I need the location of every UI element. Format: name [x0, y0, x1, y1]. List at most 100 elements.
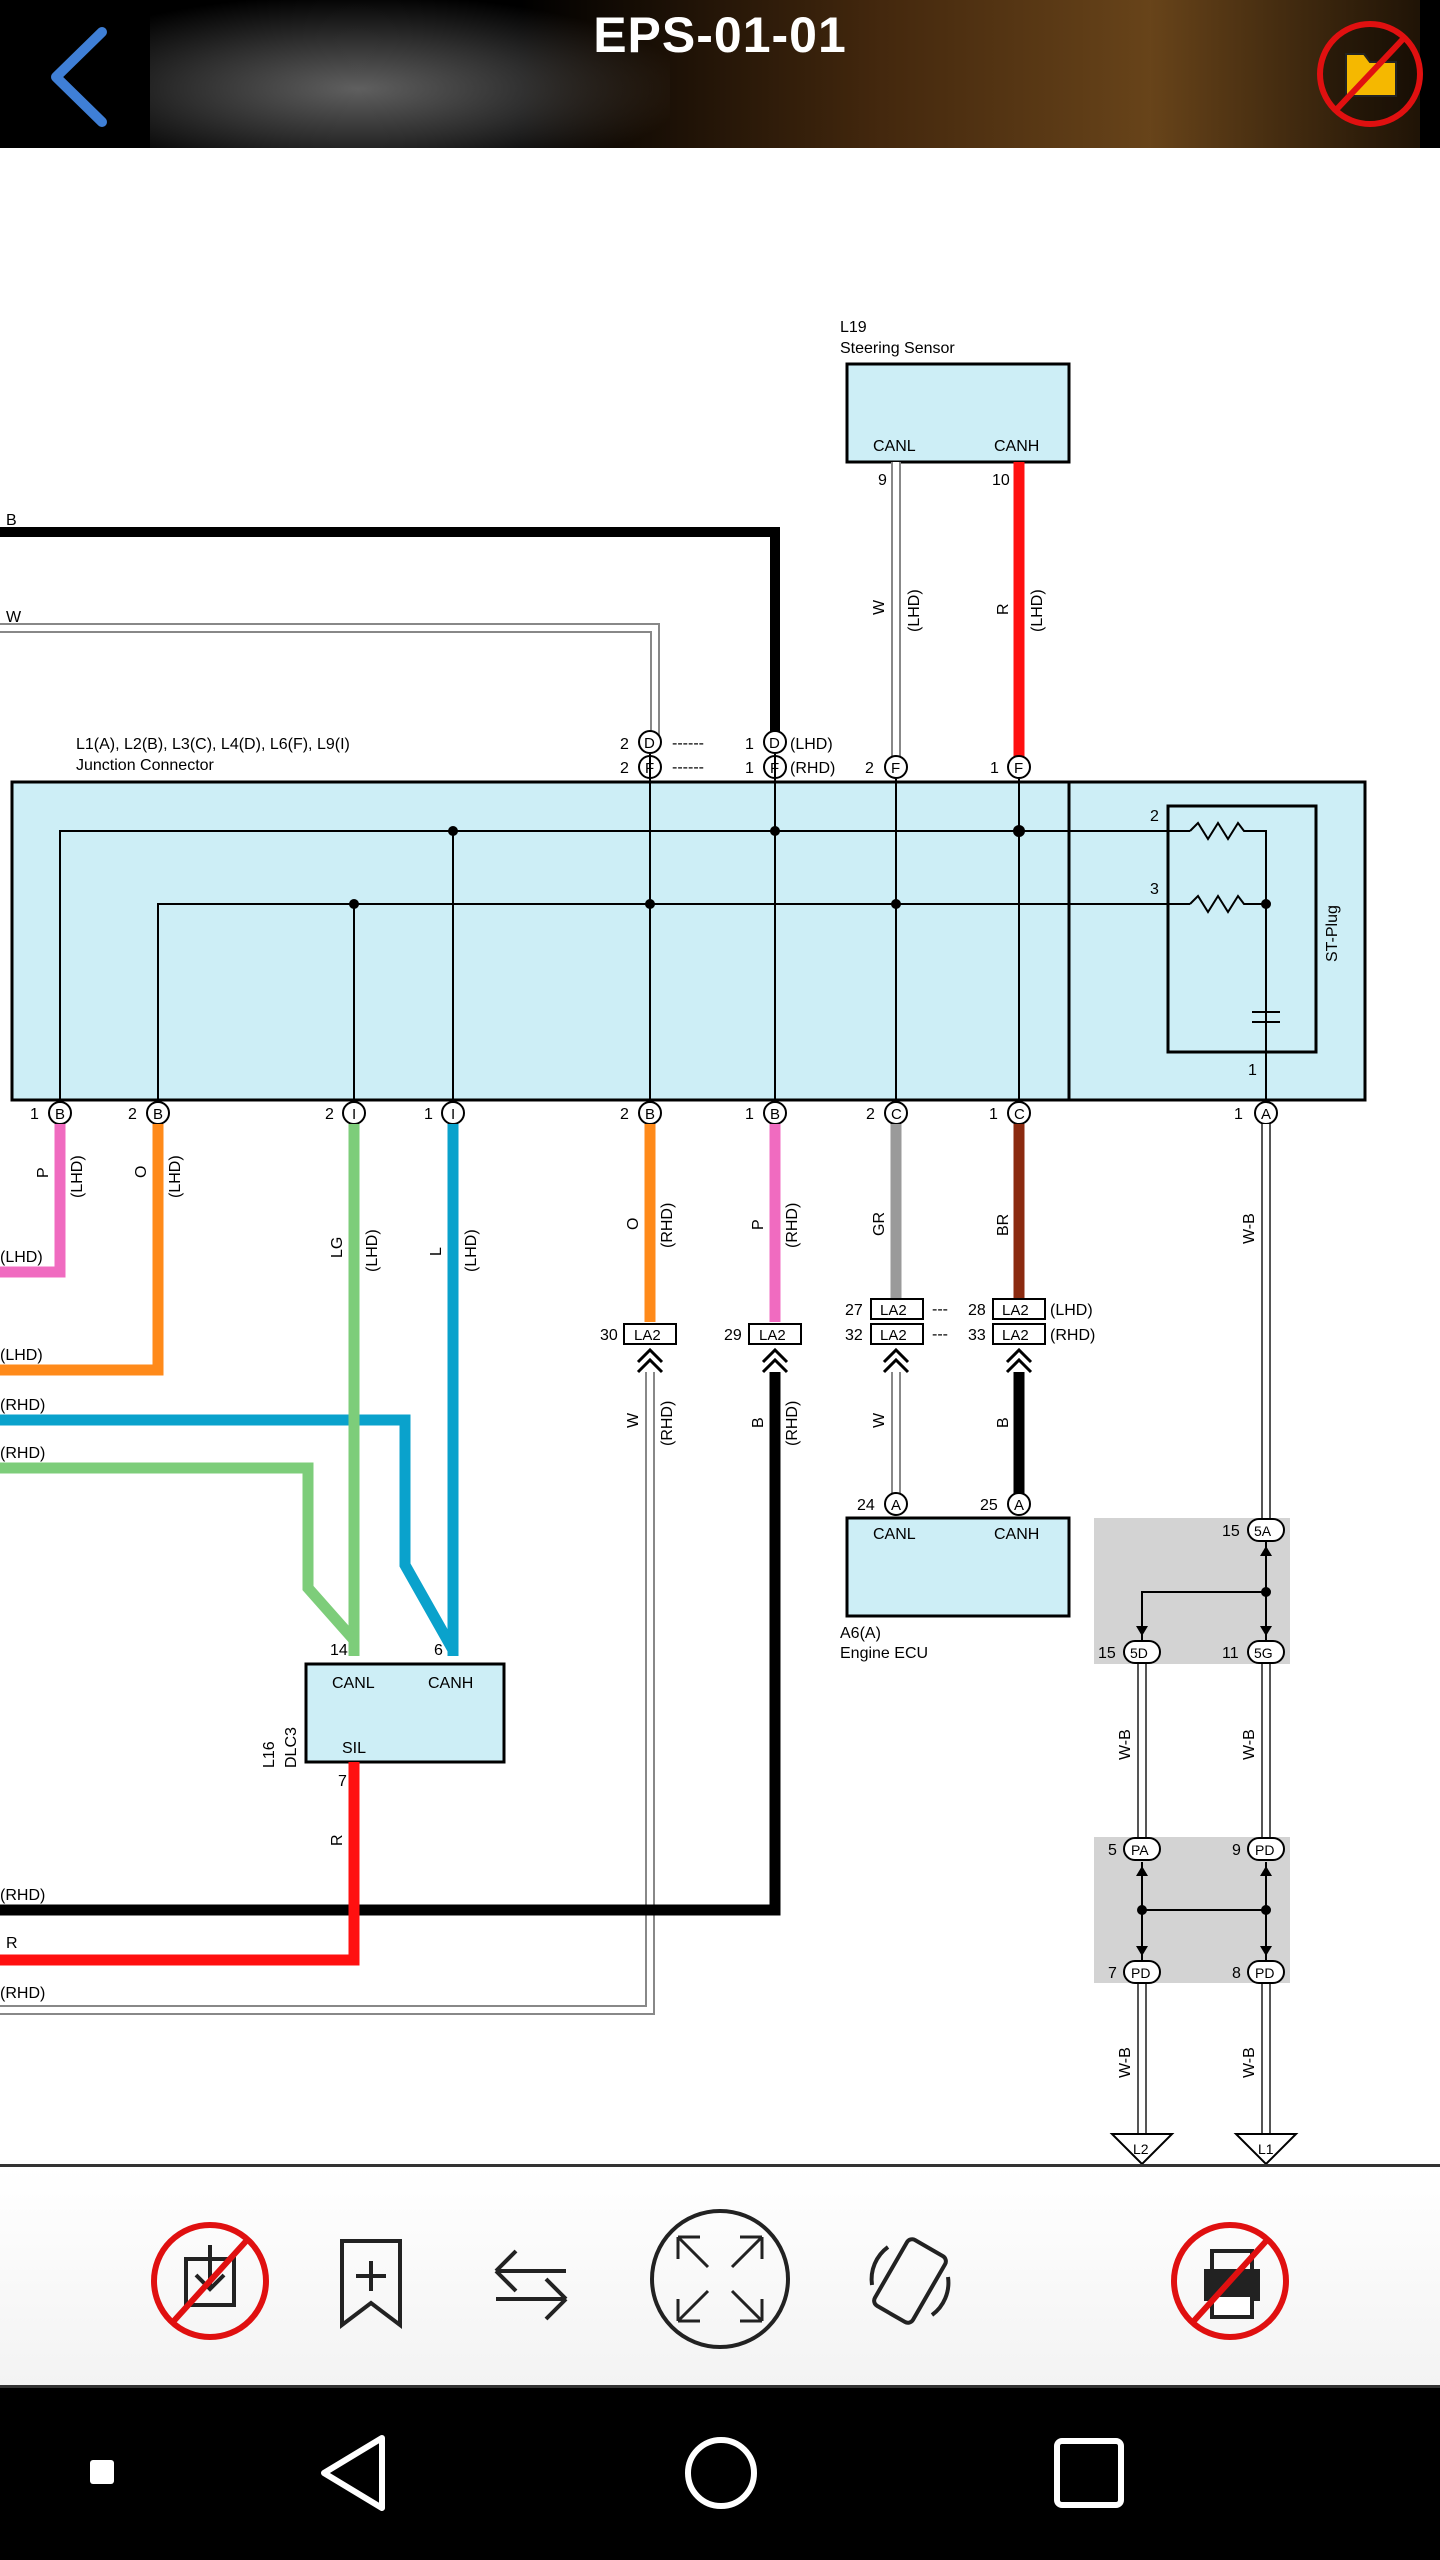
svg-text:CANH: CANH [994, 1526, 1039, 1543]
wire-ecu-canl-color: W [871, 1412, 888, 1428]
svg-text:5D: 5D [1130, 1645, 1148, 1661]
swap-button[interactable] [486, 2233, 576, 2333]
st-plug-pin2: 2 [1150, 808, 1159, 825]
svg-text:5: 5 [1108, 1842, 1117, 1859]
top-pin-row-lhd: 2 D ------ 1 D (LHD) [620, 730, 833, 754]
print-button[interactable] [1168, 2219, 1292, 2343]
junction-dots [1136, 1546, 1272, 1956]
folder-disabled-button[interactable] [1306, 10, 1434, 138]
la2-connector-29[interactable]: 29 LA2 [724, 1323, 802, 1374]
steering-sensor-canl: CANL [873, 438, 916, 455]
wb-wires-inner [1139, 1652, 1269, 2140]
svg-text:GR: GR [871, 1212, 888, 1236]
svg-text:8: 8 [1232, 1965, 1241, 1982]
wire-steering-canl-color: W [871, 599, 888, 615]
svg-text:L16: L16 [261, 1741, 278, 1768]
svg-text:I: I [451, 1106, 455, 1123]
svg-text:PD: PD [1131, 1965, 1150, 1981]
engine-ecu[interactable]: 24 A 25 A CANL CANH A6(A) Engine ECU [840, 1492, 1071, 1662]
wire-pink-lhd [0, 1124, 66, 1278]
back-triangle-icon [321, 2435, 385, 2511]
svg-text:D: D [644, 735, 655, 752]
wb-wire-labels: W-B W-B W-B W-B [1117, 1729, 1258, 2078]
svg-text:R: R [6, 1935, 18, 1952]
svg-text:------: ------ [672, 759, 704, 776]
svg-text:PA: PA [1131, 1842, 1149, 1858]
svg-text:W-B: W-B [1241, 1213, 1258, 1244]
st-plug-box [1166, 804, 1318, 1054]
wiring-diagram[interactable]: B W L19 Steering Sensor CANL CANH 9 10 W… [0, 148, 1440, 2164]
junction-connector-ids: L1(A), L2(B), L3(C), L4(D), L6(F), L9(I) [76, 736, 350, 753]
svg-text:2: 2 [866, 1106, 875, 1123]
junction-connector-box[interactable] [10, 780, 1071, 1102]
steering-sensor-pin-canh: 10 [992, 472, 1010, 489]
fit-screen-button[interactable] [648, 2207, 792, 2351]
svg-text:P: P [750, 1219, 767, 1230]
svg-text:B: B [153, 1106, 163, 1123]
back-nav-button[interactable] [310, 2428, 400, 2518]
svg-text:24: 24 [857, 1497, 875, 1514]
wire-w-rhd-inner [0, 1372, 653, 2013]
wire-w-top-outer [0, 623, 660, 742]
svg-text:25: 25 [980, 1497, 998, 1514]
download-button[interactable] [148, 2219, 272, 2343]
wire-blue-rhd [0, 1414, 458, 1653]
svg-text:LA2: LA2 [1002, 1302, 1029, 1319]
bottom-pin-row: 1 B 2 B 2 I 1 I 2 B 1 B 2 C 1 C 1 A [30, 1101, 1278, 1125]
svg-text:A: A [1261, 1106, 1271, 1123]
svg-text:BR: BR [995, 1214, 1012, 1236]
left-edge-labels: (LHD) (LHD) (RHD) (RHD) (RHD) R (RHD) [0, 1249, 45, 2002]
svg-text:CANH: CANH [428, 1675, 473, 1692]
svg-text:SIL: SIL [342, 1740, 366, 1757]
back-button[interactable] [38, 22, 128, 132]
svg-text:(RHD): (RHD) [784, 1203, 801, 1248]
top-pin-row-rhd: 2 F ------ 1 F (RHD) [620, 755, 835, 779]
la2-connector-pair[interactable]: 27 LA2 --- 28 LA2 (LHD) 32 LA2 --- 33 LA… [845, 1298, 1095, 1374]
wire-steering-canh-note: (LHD) [1029, 589, 1046, 632]
svg-text:B: B [645, 1106, 655, 1123]
la2-connector-30[interactable]: 30 LA2 [600, 1323, 677, 1374]
junction-internal-wiring [59, 754, 1280, 1112]
svg-text:---: --- [932, 1326, 948, 1343]
dlc3-connector[interactable]: 14 6 CANL CANH SIL L16 DLC3 7 [261, 1642, 506, 1790]
bookmark-add-button[interactable] [328, 2233, 414, 2333]
svg-text:(LHD): (LHD) [364, 1229, 381, 1272]
svg-text:LA2: LA2 [759, 1327, 786, 1344]
overview-nav-button[interactable] [1044, 2428, 1134, 2518]
chevron-left-icon [51, 27, 107, 127]
ground-symbol-l2: L2 [1109, 2133, 1175, 2164]
st-plug-pin1: 1 [1248, 1062, 1257, 1079]
wire-b-rhd-color: B [750, 1417, 767, 1428]
svg-text:1: 1 [1234, 1106, 1243, 1123]
steering-sensor-box[interactable] [845, 362, 1071, 464]
svg-text:14: 14 [330, 1642, 348, 1659]
svg-text:(RHD): (RHD) [0, 1985, 45, 2002]
svg-text:2: 2 [620, 760, 629, 777]
svg-text:LG: LG [329, 1237, 346, 1258]
svg-text:L2: L2 [1133, 2141, 1149, 2157]
bottom-toolbar [0, 2164, 1440, 2388]
svg-text:---: --- [932, 1301, 948, 1318]
svg-text:C: C [891, 1106, 902, 1123]
top-pin-steering: 2 F 1 F [865, 755, 1031, 779]
swap-arrows-icon [494, 2249, 568, 2321]
svg-text:9: 9 [1232, 1842, 1241, 1859]
st-plug-label: ST-Plug [1324, 905, 1341, 962]
recents-dot-button[interactable] [80, 2450, 124, 2494]
svg-text:F: F [1014, 760, 1023, 777]
svg-text:2: 2 [865, 760, 874, 777]
svg-text:1: 1 [989, 1106, 998, 1123]
svg-text:2: 2 [620, 736, 629, 753]
bottom-wire-labels: P (LHD) O (LHD) LG (LHD) L (LHD) O (RHD)… [35, 1155, 1258, 1272]
wire-w-rhd-note: (RHD) [659, 1401, 676, 1446]
overview-square-icon [1054, 2438, 1124, 2508]
svg-text:LA2: LA2 [880, 1327, 907, 1344]
wire-red-sil-color: R [329, 1834, 346, 1846]
svg-text:LA2: LA2 [634, 1327, 661, 1344]
svg-text:W-B: W-B [1241, 1729, 1258, 1760]
svg-text:32: 32 [845, 1327, 863, 1344]
home-nav-button[interactable] [676, 2428, 766, 2518]
svg-text:W-B: W-B [1117, 2047, 1134, 2078]
rotate-screen-button[interactable] [858, 2225, 962, 2339]
svg-text:33: 33 [968, 1327, 986, 1344]
